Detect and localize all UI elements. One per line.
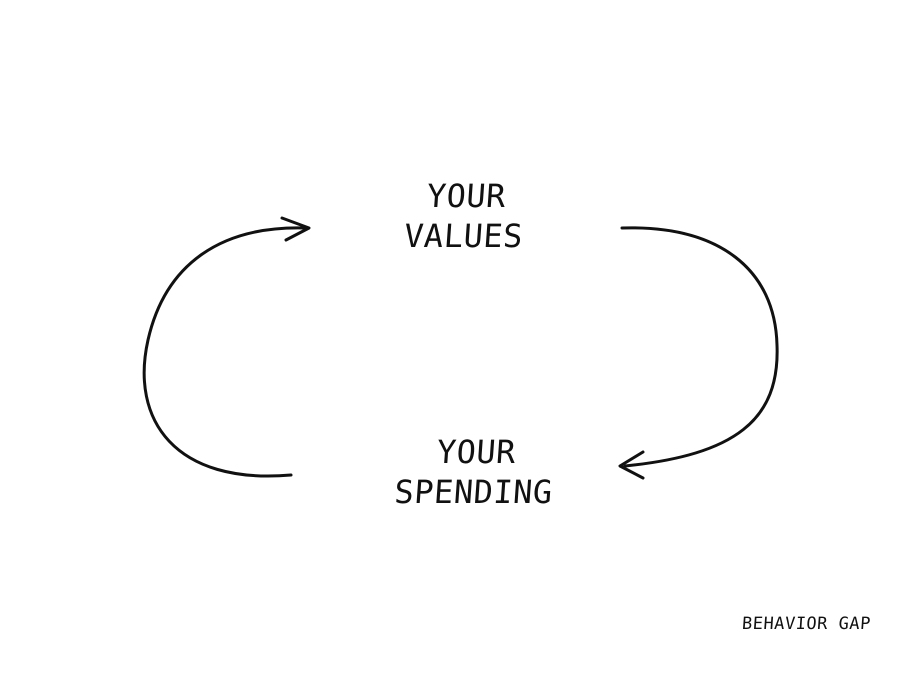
values-line-1: YOUR (425, 177, 508, 215)
spending-line-2: SPENDING (393, 473, 554, 511)
left-arrow-head-icon (280, 216, 311, 242)
your-values-label: YOUR VALUES (377, 176, 553, 256)
left-cycle-arrow (142, 226, 309, 478)
spending-line-1: YOUR (435, 433, 518, 471)
right-cycle-arrow (620, 226, 779, 468)
values-line-2: VALUES (402, 217, 525, 255)
your-spending-label: YOUR SPENDING (377, 432, 573, 512)
right-arrow-head-icon (618, 450, 645, 480)
behavior-gap-signature: BEHAVIOR GAP (741, 614, 872, 634)
